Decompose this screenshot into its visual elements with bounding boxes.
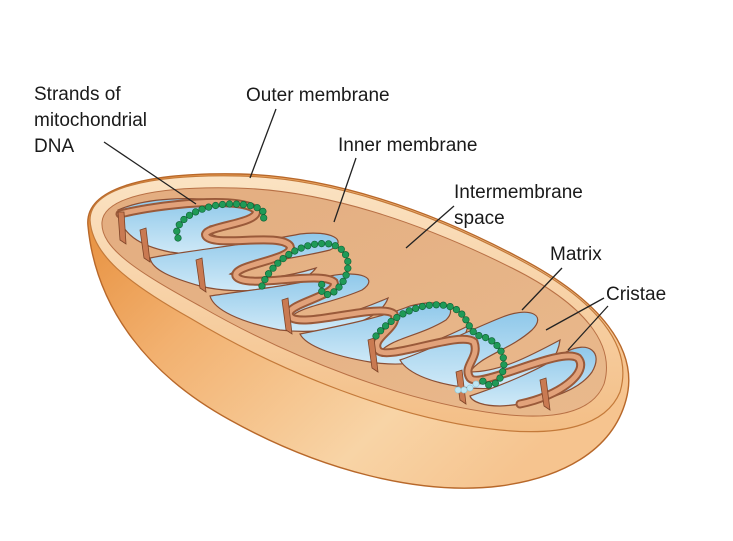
dna-bead bbox=[500, 361, 508, 369]
dna-bead bbox=[180, 215, 188, 224]
label-strands-line1: Strands of bbox=[34, 84, 121, 105]
dna-bead bbox=[325, 240, 333, 248]
mitochondrial-dna bbox=[173, 200, 508, 394]
dna-bead bbox=[372, 332, 380, 340]
dna-bead bbox=[462, 316, 470, 324]
dna-bead bbox=[274, 259, 282, 267]
dna-bead bbox=[258, 282, 266, 290]
label-cristae: Cristae bbox=[606, 284, 667, 305]
dna-bead bbox=[318, 287, 326, 295]
dna-bead bbox=[212, 201, 220, 210]
dna-bead bbox=[479, 377, 487, 385]
dna-bead bbox=[175, 221, 183, 229]
leader-lines bbox=[103, 108, 609, 351]
dna-bead bbox=[466, 384, 474, 392]
dna-bead bbox=[246, 202, 254, 210]
dna-bead bbox=[425, 301, 433, 309]
dna-bead bbox=[418, 302, 427, 311]
dna-bead bbox=[488, 337, 496, 345]
dna-bead bbox=[446, 303, 454, 311]
dna-bead bbox=[458, 310, 466, 318]
dna-bead bbox=[318, 280, 326, 289]
dna-bead bbox=[173, 227, 181, 235]
label-intermembrane-line1: Intermembrane bbox=[454, 182, 583, 203]
label-intermembrane-space: Intermembrane space bbox=[454, 180, 583, 232]
dna-bead bbox=[335, 283, 343, 291]
label-matrix: Matrix bbox=[550, 244, 602, 265]
dna-bead bbox=[291, 247, 299, 255]
dna-bead bbox=[482, 334, 490, 342]
dna-bead bbox=[432, 301, 440, 309]
label-strands-line2: mitochondrial bbox=[34, 110, 147, 131]
dna-bead bbox=[318, 240, 326, 248]
dna-bead bbox=[439, 301, 447, 309]
dna-bead bbox=[330, 288, 338, 296]
label-intermembrane-line2: space bbox=[454, 208, 505, 229]
dna-bead bbox=[475, 332, 483, 340]
dna-bead bbox=[387, 317, 395, 326]
dna-bead bbox=[198, 205, 206, 213]
dna-bead bbox=[339, 277, 347, 286]
dna-bead bbox=[260, 214, 268, 222]
dna-bead bbox=[331, 242, 339, 250]
dna-bead bbox=[323, 290, 332, 299]
dna-bead bbox=[377, 327, 385, 335]
leader-outer bbox=[249, 108, 277, 179]
dna-bead bbox=[493, 341, 501, 350]
leader-inner bbox=[333, 157, 357, 223]
dna-bead bbox=[344, 257, 352, 266]
dna-bead bbox=[259, 207, 267, 215]
dna-bead bbox=[261, 276, 269, 284]
dna-bead bbox=[460, 386, 468, 394]
leader-matrix bbox=[521, 267, 563, 311]
dna-bead bbox=[232, 200, 241, 208]
dna-bead bbox=[285, 250, 293, 259]
dna-bead bbox=[405, 307, 413, 315]
leader-cristae-2 bbox=[567, 305, 609, 351]
dna-bead bbox=[412, 304, 420, 313]
dna-bead bbox=[497, 347, 505, 355]
dna-bead bbox=[218, 200, 227, 209]
dna-bead bbox=[304, 242, 312, 250]
dna-bead bbox=[399, 310, 407, 318]
crista-walls bbox=[117, 211, 551, 411]
dna-bead bbox=[454, 386, 462, 394]
dna-bead bbox=[499, 354, 507, 362]
dna-bead bbox=[265, 270, 273, 278]
dna-bead bbox=[185, 211, 194, 219]
dna-bead bbox=[337, 245, 345, 253]
dna-bead bbox=[491, 379, 500, 387]
dna-bead bbox=[225, 200, 234, 208]
dna-bead bbox=[452, 306, 461, 314]
label-strands-line3: DNA bbox=[34, 136, 75, 157]
label-inner-membrane: Inner membrane bbox=[338, 135, 478, 156]
dna-bead bbox=[192, 208, 200, 216]
dna-bead bbox=[472, 380, 480, 388]
leader-inter bbox=[405, 205, 455, 249]
dna-bead bbox=[393, 313, 401, 322]
dna-bead bbox=[485, 381, 493, 389]
dna-bead bbox=[342, 271, 350, 279]
dna-bead bbox=[239, 201, 247, 209]
label-strands-of-mitochondrial-dna: Strands of mitochondrial DNA bbox=[34, 82, 147, 160]
label-outer-membrane: Outer membrane bbox=[246, 85, 390, 106]
dna-bead bbox=[279, 255, 287, 263]
dna-bead bbox=[469, 328, 477, 336]
dna-bead bbox=[344, 264, 352, 272]
dna-bead bbox=[269, 264, 277, 272]
leader-strands bbox=[103, 141, 197, 205]
dna-bead bbox=[205, 203, 213, 211]
dna-bead bbox=[342, 251, 350, 259]
dna-bead bbox=[253, 204, 261, 212]
leader-cristae-1 bbox=[545, 297, 605, 331]
dna-bead bbox=[174, 234, 182, 242]
dna-bead bbox=[311, 240, 319, 248]
dna-bead bbox=[496, 374, 504, 382]
dna-bead bbox=[382, 322, 390, 330]
dna-bead bbox=[499, 368, 507, 376]
dna-bead bbox=[465, 322, 473, 330]
dna-bead bbox=[297, 244, 305, 252]
